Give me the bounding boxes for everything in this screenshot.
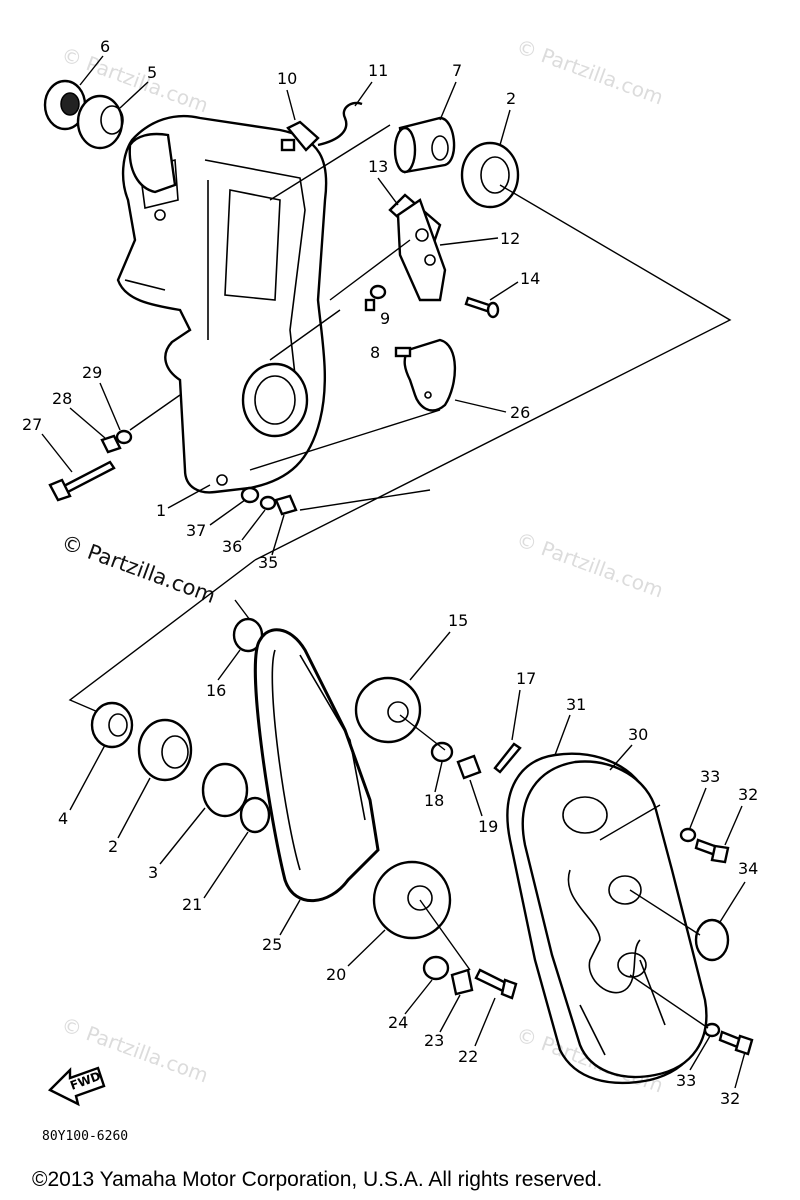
part-24-washer — [422, 955, 450, 981]
callout-8: 8 — [370, 343, 380, 362]
part-30-cover — [521, 760, 708, 1079]
callout-6: 6 — [100, 37, 110, 56]
assembly-leader-lower — [68, 559, 256, 716]
callout-numbers: 6 5 10 11 7 2 13 12 14 9 8 26 29 28 27 1… — [22, 37, 758, 1108]
part-3-circlip — [201, 762, 249, 818]
callout-3: 3 — [148, 863, 158, 882]
part-2-bearing-upper — [460, 141, 520, 209]
callout-24: 24 — [388, 1013, 408, 1032]
part-18-washer — [430, 741, 454, 763]
part-5-bearing — [76, 94, 124, 150]
part-37-washer — [240, 486, 260, 504]
callout-16: 16 — [206, 681, 226, 700]
part-10-fitting — [280, 120, 320, 152]
callout-1: 1 — [156, 501, 166, 520]
part-23-nut — [450, 968, 474, 996]
part-35-nut — [274, 494, 298, 516]
watermark-top-right: © Partzilla.com — [513, 34, 666, 109]
callout-23: 23 — [424, 1031, 444, 1050]
callout-19: 19 — [478, 817, 498, 836]
part-15-sprocket — [354, 676, 422, 744]
part-8-pin — [364, 298, 376, 312]
part-19-nut — [456, 754, 482, 780]
diagram-code: 80Y100-6260 — [42, 1129, 128, 1144]
callout-14: 14 — [520, 269, 540, 288]
part-22-bolt — [474, 968, 518, 1000]
watermark-primary: © Partzilla.com — [58, 530, 218, 608]
part-34-plug — [694, 918, 730, 962]
callout-29: 29 — [82, 363, 102, 382]
part-12-plate — [396, 198, 447, 302]
callout-27: 27 — [22, 415, 42, 434]
callout-7: 7 — [452, 61, 462, 80]
part-11-hose — [317, 101, 363, 147]
chain-case-housing — [116, 114, 328, 494]
callout-32-lower: 32 — [720, 1089, 740, 1108]
assembly-leader-upper — [129, 124, 732, 561]
callout-9: 9 — [380, 309, 390, 328]
callout-21: 21 — [182, 895, 202, 914]
callout-12: 12 — [500, 229, 520, 248]
callout-36: 36 — [222, 537, 242, 556]
part-27-bolt — [48, 460, 116, 502]
callout-34: 34 — [738, 859, 758, 878]
callout-31: 31 — [566, 695, 586, 714]
callout-28: 28 — [52, 389, 72, 408]
callout-25: 25 — [262, 935, 282, 954]
fwd-arrow-icon: FWD — [47, 1066, 106, 1107]
part-9-washer — [369, 284, 387, 300]
callout-33-lower: 33 — [676, 1071, 696, 1090]
callout-35: 35 — [258, 553, 278, 572]
callout-15: 15 — [448, 611, 468, 630]
part-4-bearing — [90, 701, 134, 749]
part-7-collar — [393, 116, 456, 174]
callout-20: 20 — [326, 965, 346, 984]
part-20-sprocket — [372, 860, 452, 940]
part-33-washer-upper — [679, 827, 697, 843]
copyright-notice: ©2013 Yamaha Motor Corporation, U.S.A. A… — [32, 1168, 602, 1191]
callout-10: 10 — [277, 69, 297, 88]
callout-2-lower: 2 — [108, 837, 118, 856]
callout-26: 26 — [510, 403, 530, 422]
watermark-mid-right: © Partzilla.com — [513, 527, 666, 602]
part-17-pin — [493, 742, 522, 774]
part-2-bearing-lower — [137, 718, 193, 782]
part-36-washer — [259, 495, 277, 511]
callout-17: 17 — [516, 669, 536, 688]
part-33-washer-lower — [703, 1022, 721, 1038]
part-25-chain — [253, 628, 380, 903]
callout-5: 5 — [147, 63, 157, 82]
part-26-tensioner — [394, 338, 457, 412]
callout-2-upper: 2 — [506, 89, 516, 108]
callout-22: 22 — [458, 1047, 478, 1066]
callout-32-upper: 32 — [738, 785, 758, 804]
callout-37: 37 — [186, 521, 206, 540]
part-28-nut — [100, 434, 122, 454]
lower-leader-lines — [399, 714, 709, 1029]
callout-13: 13 — [368, 157, 388, 176]
part-32-bolt-lower — [718, 1030, 754, 1056]
callout-4: 4 — [58, 809, 68, 828]
callout-11: 11 — [368, 61, 388, 80]
callout-30: 30 — [628, 725, 648, 744]
part-29-washer — [115, 429, 133, 445]
part-32-bolt-upper — [694, 838, 730, 864]
callout-18: 18 — [424, 791, 444, 810]
callout-33-upper: 33 — [700, 767, 720, 786]
part-21-bushing — [239, 796, 271, 834]
part-14-bolt — [464, 296, 500, 319]
